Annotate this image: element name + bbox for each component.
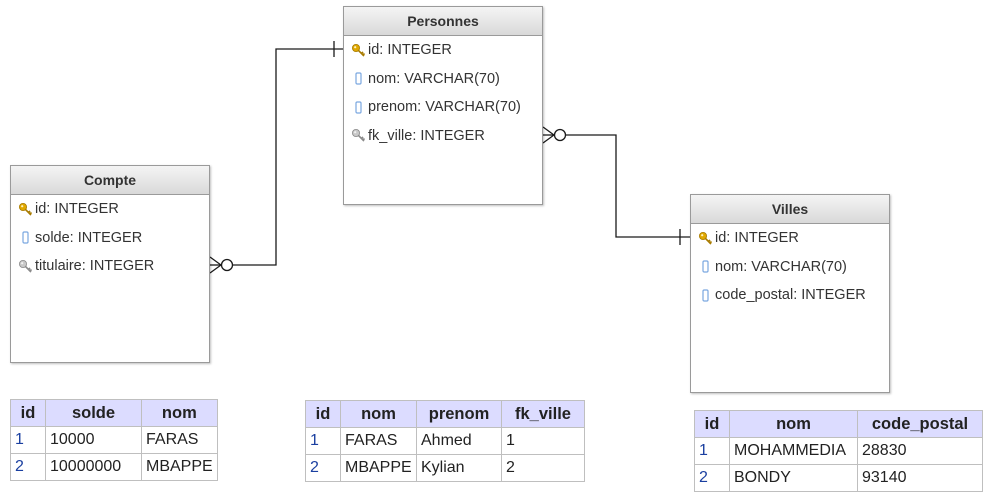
table-cell: Ahmed [416,427,502,455]
field-label: titulaire: INTEGER [35,258,155,274]
column-header: code_postal [857,410,983,438]
relation-personnes-compte [209,41,343,274]
primary-key-icon [350,42,366,58]
table-cell: 10000000 [45,453,142,481]
table-cell: FARAS [340,427,417,455]
field-label: nom: VARCHAR(70) [715,258,847,275]
column-header: id [305,400,341,428]
column-icon [350,99,366,115]
table-cell: FARAS [141,426,218,454]
column-icon [697,287,713,303]
field-row[interactable]: titulaire: INTEGER [11,252,209,281]
foreign-key-icon [350,128,366,144]
field-row[interactable]: nom: VARCHAR(70) [344,65,542,94]
field-label: id: INTEGER [368,42,452,58]
field-row[interactable]: prenom: VARCHAR(70) [344,93,542,122]
field-label: id: INTEGER [715,230,799,246]
table-row: 1 FARAS Ahmed 1 [305,427,585,455]
column-header: id [10,399,46,427]
field-label: id: INTEGER [35,201,119,217]
table-cell: MOHAMMEDIA [729,437,858,465]
column-icon [697,259,713,275]
entity-fields: id: INTEGER nom: VARCHAR(70) prenom: VAR… [344,36,542,150]
table-cell: MBAPPE [340,454,417,482]
entity-villes[interactable]: Villes id: INTEGER nom: VARCHAR(70) code… [690,194,890,393]
column-header: nom [340,400,417,428]
field-label: code_postal: INTEGER [715,287,866,303]
field-row[interactable]: id: INTEGER [344,36,542,65]
column-header: prenom [416,400,502,428]
column-header: nom [729,410,858,438]
table-cell: 2 [694,464,730,492]
table-row: 2 MBAPPE Kylian 2 [305,454,585,482]
table-personnes: id nom prenom fk_ville 1 FARAS Ahmed 1 2… [305,400,585,482]
field-label: prenom: VARCHAR(70) [368,99,521,115]
field-label: solde: INTEGER [35,229,143,246]
table-cell: 93140 [857,464,983,492]
field-label: nom: VARCHAR(70) [368,70,500,87]
column-header: solde [45,399,142,427]
table-cell: 1 [10,426,46,454]
column-icon [17,230,33,246]
field-row[interactable]: id: INTEGER [691,224,889,253]
entity-title: Villes [691,195,889,224]
table-cell: MBAPPE [141,453,218,481]
table-cell: 1 [501,427,585,455]
table-cell: Kylian [416,454,502,482]
entity-compte[interactable]: Compte id: INTEGER solde: INTEGER titula… [10,165,210,363]
column-header: fk_ville [501,400,585,428]
table-header-row: id nom prenom fk_ville [305,400,585,428]
table-cell: 28830 [857,437,983,465]
table-compte: id solde nom 1 10000 FARAS 2 10000000 MB… [10,399,218,481]
field-row[interactable]: fk_ville: INTEGER [344,122,542,151]
table-header-row: id nom code_postal [694,410,983,438]
entity-personnes[interactable]: Personnes id: INTEGER nom: VARCHAR(70) p… [343,6,543,205]
field-label: fk_ville: INTEGER [368,127,485,144]
table-cell: 10000 [45,426,142,454]
entity-title: Compte [11,166,209,195]
table-header-row: id solde nom [10,399,218,427]
table-cell: 2 [305,454,341,482]
table-cell: 1 [694,437,730,465]
column-header: nom [141,399,218,427]
table-cell: 1 [305,427,341,455]
table-row: 1 10000 FARAS [10,426,218,454]
primary-key-icon [697,230,713,246]
column-header: id [694,410,730,438]
field-row[interactable]: solde: INTEGER [11,224,209,253]
table-row: 2 10000000 MBAPPE [10,453,218,481]
field-row[interactable]: nom: VARCHAR(70) [691,253,889,282]
entity-fields: id: INTEGER solde: INTEGER titulaire: IN… [11,195,209,281]
relation-personnes-villes [542,126,690,245]
primary-key-icon [17,201,33,217]
entity-fields: id: INTEGER nom: VARCHAR(70) code_postal… [691,224,889,310]
table-row: 1 MOHAMMEDIA 28830 [694,437,983,465]
table-cell: 2 [501,454,585,482]
column-icon [350,71,366,87]
field-row[interactable]: code_postal: INTEGER [691,281,889,310]
table-cell: 2 [10,453,46,481]
field-row[interactable]: id: INTEGER [11,195,209,224]
entity-title: Personnes [344,7,542,36]
table-cell: BONDY [729,464,858,492]
table-villes: id nom code_postal 1 MOHAMMEDIA 28830 2 … [694,410,983,492]
table-row: 2 BONDY 93140 [694,464,983,492]
foreign-key-icon [17,258,33,274]
